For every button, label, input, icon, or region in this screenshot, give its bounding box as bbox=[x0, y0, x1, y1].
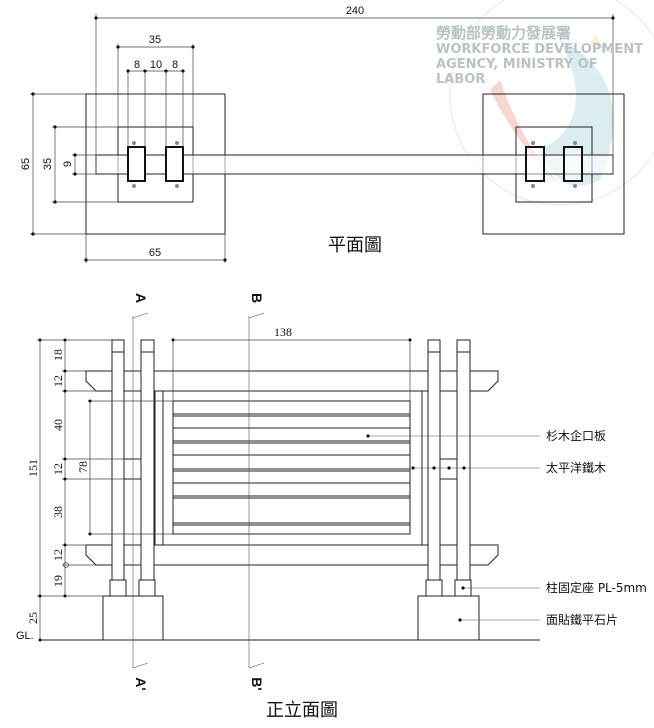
dim-rail-top: 12 bbox=[51, 375, 65, 387]
dim-panel-width: 138 bbox=[274, 325, 292, 339]
dim-post2: 8 bbox=[172, 59, 178, 71]
dim-plate-width: 35 bbox=[149, 34, 161, 46]
bolt-icons bbox=[132, 141, 577, 188]
plan-dimension-lines bbox=[30, 14, 614, 263]
dim-gap: 10 bbox=[150, 59, 162, 71]
dim-panel-upper: 40 bbox=[51, 419, 65, 431]
callout-leaders bbox=[366, 434, 540, 622]
dim-panel-height: 78 bbox=[76, 461, 90, 473]
watermark-en: WORKFORCE DEVELOPMENT AGENCY, MINISTRY O… bbox=[436, 42, 643, 87]
watermark-text: 勞動部勞動力發展署 WORKFORCE DEVELOPMENT AGENCY, … bbox=[436, 24, 643, 87]
dim-base: 25 bbox=[26, 612, 40, 624]
dim-beam: 9 bbox=[62, 161, 74, 167]
elevation-view: GL. A A' B B' 151 18 bbox=[16, 293, 647, 721]
section-b-end-label: B' bbox=[249, 677, 265, 690]
ground-label: GL. bbox=[16, 630, 34, 642]
cedar-boards bbox=[172, 400, 411, 535]
watermark-logo bbox=[449, 0, 654, 206]
post-base-plates bbox=[109, 579, 472, 597]
bottom-rail bbox=[85, 544, 499, 566]
plan-view: 240 35 8 10 8 65 35 9 65 平面圖 bbox=[20, 5, 625, 263]
dim-post1: 8 bbox=[134, 59, 140, 71]
stone-bases bbox=[102, 595, 480, 641]
callout-cedar-board: 杉木企口板 bbox=[546, 428, 606, 443]
callout-ironwood: 太平洋鐵木 bbox=[546, 460, 606, 475]
callout-post-base: 柱固定座 PL-5mm bbox=[546, 580, 647, 595]
callout-stone-facing: 面貼鐵平石片 bbox=[546, 612, 618, 627]
watermark-cn: 勞動部勞動力發展署 bbox=[436, 24, 572, 42]
dim-base-width: 65 bbox=[149, 247, 161, 259]
dim-rail-bottom: 12 bbox=[51, 549, 65, 561]
section-lines bbox=[132, 312, 265, 669]
dim-plate-height: 35 bbox=[42, 158, 54, 170]
dim-base-height: 65 bbox=[20, 158, 32, 170]
section-b-label: B bbox=[249, 293, 265, 303]
plan-view-title: 平面圖 bbox=[328, 235, 382, 256]
elevation-dimension-lines bbox=[37, 338, 411, 640]
dim-total-height: 151 bbox=[26, 459, 40, 477]
plan-posts bbox=[127, 146, 583, 182]
dim-mid: 12 bbox=[51, 463, 65, 475]
dim-top: 18 bbox=[51, 349, 65, 361]
section-a-end-label: A' bbox=[133, 677, 149, 690]
dim-bottom: 19 bbox=[51, 575, 65, 587]
top-rail bbox=[85, 370, 499, 392]
dim-panel-lower: 38 bbox=[51, 506, 65, 518]
elevation-view-title: 正立面圖 bbox=[266, 700, 338, 721]
dim-overall: 240 bbox=[346, 5, 364, 17]
section-a-label: A bbox=[133, 293, 149, 303]
